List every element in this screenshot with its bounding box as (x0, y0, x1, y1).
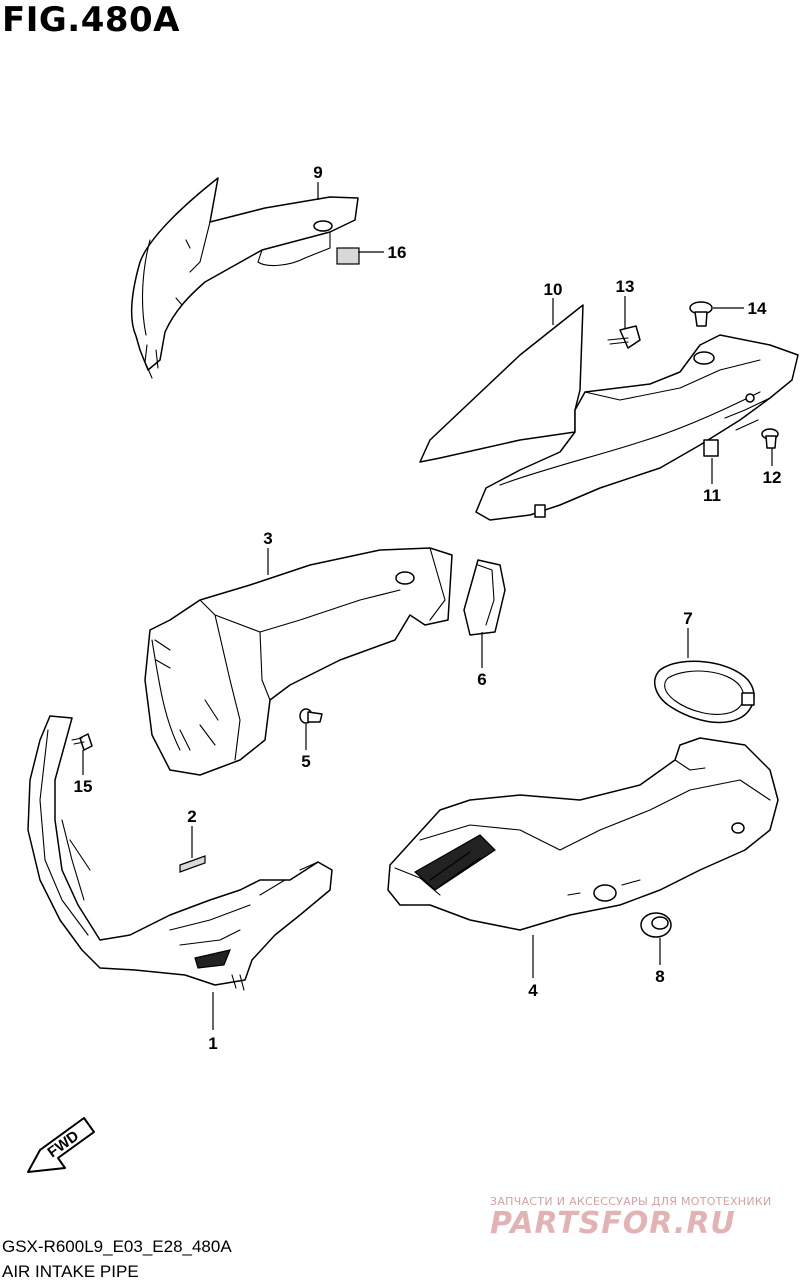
part-15-screw[interactable] (71, 733, 93, 751)
part-3-intake-pipe[interactable] (144, 547, 453, 776)
part-13-screw[interactable] (607, 325, 641, 349)
callout-3: 3 (263, 529, 272, 548)
callout-5: 5 (301, 752, 310, 771)
callout-8: 8 (655, 967, 664, 986)
callout-10: 10 (544, 280, 563, 299)
callout-6: 6 (477, 670, 486, 689)
part-6-seal[interactable] (463, 559, 506, 636)
part-8-grommet[interactable] (640, 912, 672, 938)
callout-14: 14 (748, 299, 767, 318)
callout-7: 7 (683, 609, 692, 628)
part-5-clip[interactable] (299, 708, 323, 724)
part-10-side-panel[interactable] (419, 304, 799, 521)
callout-13: 13 (616, 277, 635, 296)
fwd-arrow: FWD (27, 1117, 95, 1173)
callout-4: 4 (528, 981, 538, 1000)
part-4-intake-pipe[interactable] (387, 737, 779, 931)
model-code: GSX-R600L9_E03_E28_480A (2, 1237, 232, 1256)
callout-numbers: 1 2 3 4 5 6 7 8 9 10 11 12 13 14 15 16 (74, 163, 782, 1053)
part-9-duct-cover[interactable] (130, 177, 360, 379)
part-7-ring-seal[interactable] (653, 660, 755, 724)
part-1-inner-cover[interactable] (27, 715, 333, 991)
part-2-label[interactable] (179, 855, 206, 873)
callout-12: 12 (763, 468, 782, 487)
watermark-brand: PARTSFOR.RU (490, 1206, 736, 1241)
callout-11: 11 (703, 486, 721, 505)
callout-16: 16 (388, 243, 407, 262)
part-12-clip[interactable] (761, 428, 779, 449)
figure-subtitle: AIR INTAKE PIPE (2, 1262, 139, 1281)
watermark-tagline: ЗАПЧАСТИ И АКСЕССУАРЫ ДЛЯ МОТОТЕХНИКИ (490, 1195, 772, 1208)
callout-9: 9 (313, 163, 322, 182)
callout-1: 1 (208, 1034, 217, 1053)
callout-15: 15 (74, 777, 93, 796)
figure-title: FIG.480A (2, 0, 180, 40)
callout-2: 2 (187, 807, 196, 826)
leader-lines (82, 182, 773, 1030)
part-14-grommet[interactable] (689, 301, 713, 327)
